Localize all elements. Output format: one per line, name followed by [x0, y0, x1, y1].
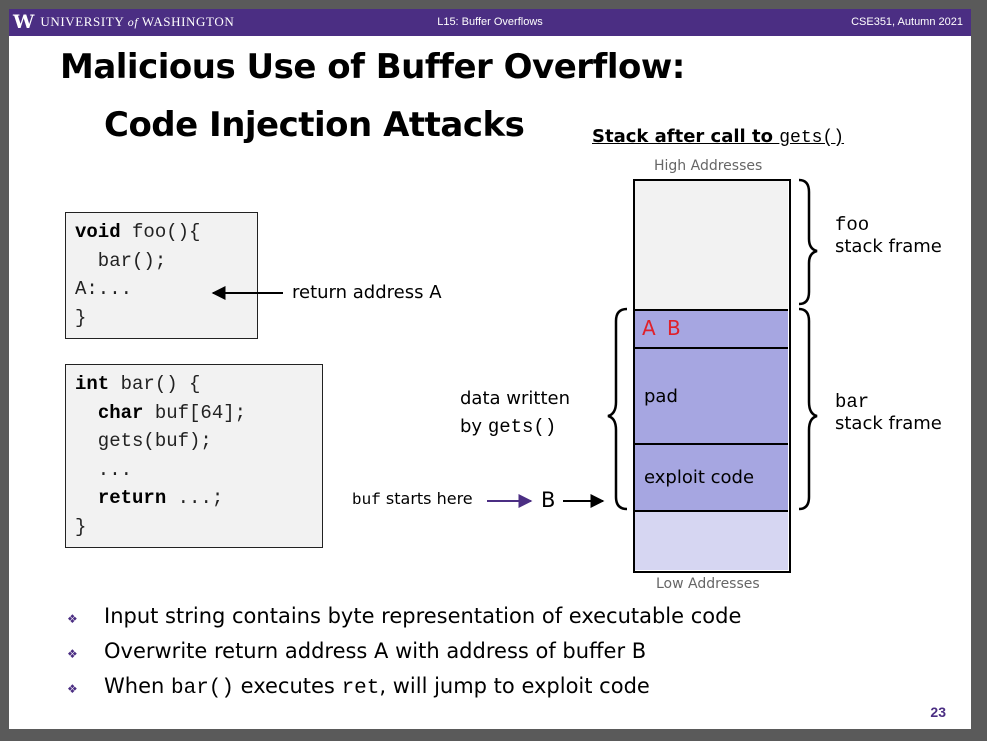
diamond-bullet-icon: ❖: [67, 682, 78, 696]
foo-code-box: void foo(){ bar(); A:... }: [65, 212, 258, 339]
data-written-brace: [607, 307, 628, 511]
return-address-label: return address A: [292, 282, 442, 303]
exploit-code-label: exploit code: [644, 467, 755, 488]
low-addresses-label: Low Addresses: [656, 576, 760, 592]
exploit-code-cell: exploit code: [635, 443, 788, 510]
lecture-title: L15: Buffer Overflows: [437, 16, 543, 28]
bar-frame-brace: [798, 307, 818, 511]
b-marker: B: [541, 488, 556, 512]
diamond-bullet-icon: ❖: [67, 647, 78, 661]
uw-w-mark: W: [13, 11, 34, 33]
new-return-b: B: [667, 316, 681, 340]
arrows-and-braces: [211, 178, 818, 511]
page-number: 23: [930, 704, 946, 720]
buf-starts-here-label: buf starts here: [352, 489, 473, 509]
foo-frame-brace: [798, 178, 818, 306]
return-address-cell: A B: [635, 309, 788, 347]
pad-label: pad: [644, 386, 678, 407]
university-name: UNIVERSITY of WASHINGTON: [40, 14, 235, 29]
slide-title-line-1: Malicious Use of Buffer Overflow:: [60, 47, 685, 87]
course-name: CSE351, Autumn 2021: [851, 16, 963, 28]
stack-diagram: A B pad exploit code: [633, 179, 791, 573]
slide: W UNIVERSITY of WASHINGTON L15: Buffer O…: [9, 9, 971, 729]
buffer-below-cell: [635, 510, 788, 570]
foo-frame-cell: [635, 181, 788, 309]
old-return-a: A: [642, 316, 656, 340]
bar-code-box: int bar() { char buf[64]; gets(buf); ...…: [65, 364, 323, 548]
stack-heading: Stack after call to gets(): [592, 126, 845, 148]
header-bar: W UNIVERSITY of WASHINGTON L15: Buffer O…: [9, 9, 971, 36]
diamond-bullet-icon: ❖: [67, 612, 78, 626]
high-addresses-label: High Addresses: [654, 158, 763, 174]
uw-logo: W UNIVERSITY of WASHINGTON: [13, 11, 235, 33]
pad-cell: pad: [635, 347, 788, 443]
slide-title-line-2: Code Injection Attacks: [104, 105, 525, 145]
